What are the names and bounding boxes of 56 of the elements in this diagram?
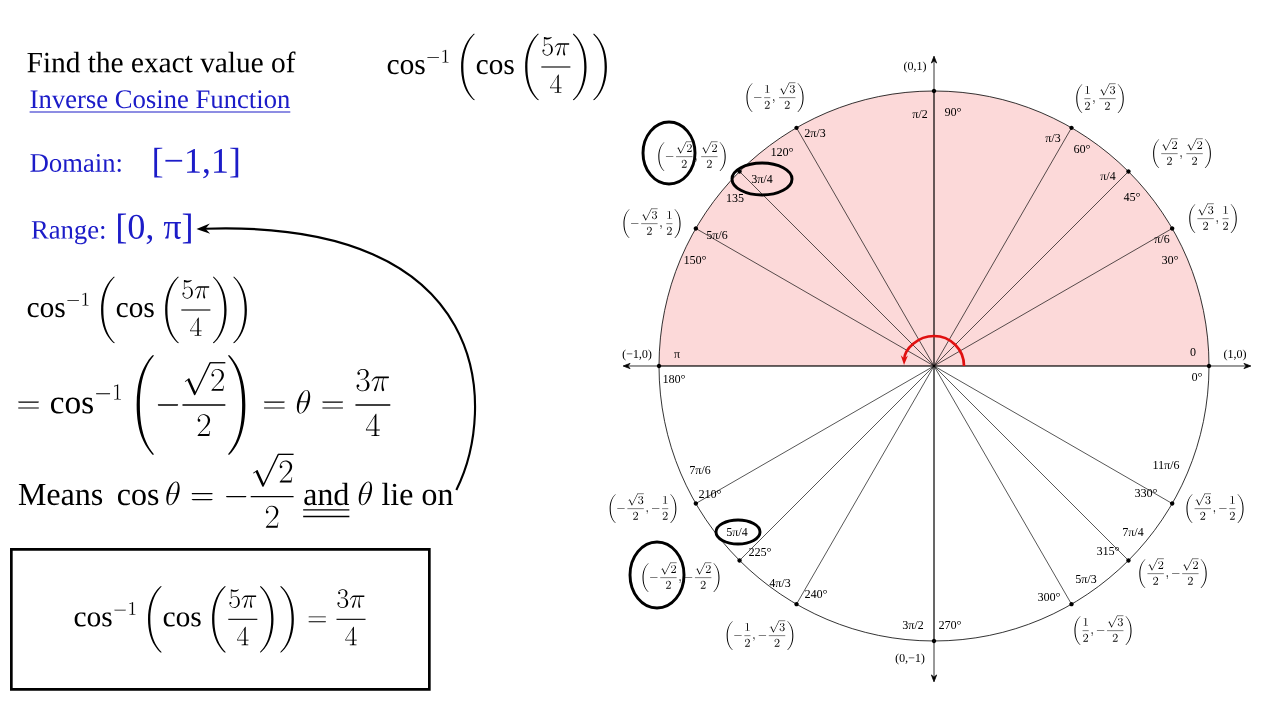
coordinate-label: $\left(\frac{\sqrt{2}}{2},-\frac{\sqrt{2}}{2}\right)$	[1139, 558, 1207, 589]
coordinate-label: $\left(-\frac{1}{2},\frac{\sqrt{3}}{2}\right)$	[746, 82, 804, 113]
axis-point-label: (−1,0)	[622, 349, 652, 361]
coordinate-label: $\left(\frac{1}{2},\frac{\sqrt{3}}{2}\right)$	[1076, 83, 1124, 114]
radian-label: 5π/6	[707, 230, 728, 240]
coordinate-label: $\left(\frac{\sqrt{3}}{2},-\frac{1}{2}\right)$	[1186, 493, 1244, 524]
degree-label: 120°	[771, 147, 793, 157]
degree-label: 300°	[1038, 592, 1060, 602]
radian-label: 2π/3	[804, 128, 826, 138]
radian-label: π/6	[1154, 234, 1170, 244]
radian-label: 5π/4	[727, 528, 748, 536]
coordinate-label: $\left(\frac{1}{2},-\frac{\sqrt{3}}{2}\right)$	[1074, 615, 1132, 646]
radian-label: π/2	[912, 109, 928, 119]
radian-label: 4π/3	[769, 578, 791, 588]
degree-label: 150°	[684, 255, 706, 265]
coordinate-label: $\left(-\frac{\sqrt{3}}{2},\frac{1}{2}\right)$	[623, 208, 681, 239]
axis-point-label: (1,0)	[1224, 349, 1246, 361]
degree-label: 210°	[699, 489, 721, 499]
degree-label: 270°	[939, 620, 961, 630]
link-text: Inverse Cosine Function	[29, 90, 291, 113]
range-text: Range: [0, π]	[31, 213, 191, 245]
degree-label: 330°	[1135, 488, 1157, 498]
formula: $\cos^{-1}\left(\cos\left(\frac{5\pi}{4}\right)\right)$	[387, 33, 607, 101]
radian-label: 5π/3	[1076, 574, 1097, 584]
degree-label: 60°	[1074, 144, 1090, 154]
radian-label: π	[674, 352, 680, 358]
formula: $\cos^{-1}\left(\cos\left(\frac{5\pi}{4}\right)\right)$	[27, 276, 247, 344]
degree-label: 225°	[749, 547, 771, 557]
axis-point-label: (0,1)	[904, 61, 926, 73]
axis-point-label: (0,−1)	[895, 653, 925, 665]
degree-label: 135	[727, 193, 744, 203]
domain-label: Domain:	[30, 154, 121, 172]
coordinate-label: $\left(-\frac{1}{2},-\frac{\sqrt{3}}{2}\right)$	[726, 620, 794, 651]
radian-label: 11π/6	[1153, 460, 1180, 470]
radian-label: π/4	[1100, 172, 1116, 180]
handwritten-note: $\text{Means }\cos\theta=-\frac{\sqrt{2}}{2}\ \underline{\underline{\text{and}}}\ \theta\text{ lie on}$	[18, 453, 453, 528]
coordinate-label: $\left(\frac{\sqrt{3}}{2},\frac{1}{2}\right)$	[1189, 203, 1237, 234]
degree-label: 240°	[805, 589, 827, 599]
radian-label: 3π/2	[902, 620, 924, 630]
radian-label: 7π/6	[690, 465, 711, 475]
radian-label: 0	[1190, 347, 1196, 357]
degree-label: 30°	[1162, 255, 1178, 265]
radian-label: π/3	[1045, 133, 1061, 143]
degree-label: 45°	[1123, 192, 1140, 202]
domain-interval: [−1,1]	[154, 147, 239, 179]
degree-label: 315°	[1097, 546, 1119, 556]
coordinate-label: $\left(-\frac{\sqrt{3}}{2},-\frac{1}{2}\right)$	[609, 493, 677, 524]
degree-label: 180°	[663, 374, 685, 384]
coordinate-label: $\left(\frac{\sqrt{2}}{2},\frac{\sqrt{2}}{2}\right)$	[1153, 138, 1211, 169]
answer-box: $\cos^{-1}\left(\cos\left(\frac{5\pi}{4}\right)\right)=\frac{3\pi}{4}$	[10, 548, 431, 691]
degree-label: 0°	[1192, 372, 1202, 382]
radian-label: 3π/4	[751, 174, 773, 184]
handwritten-formula: $=\cos^{-1}\left(-\frac{\sqrt{2}}{2}\right)=\theta=\frac{3\pi}{4}$	[18, 355, 391, 455]
radian-label: 7π/4	[1123, 528, 1144, 536]
degree-label: 90°	[945, 107, 961, 117]
instruction-text: Find the exact value of	[27, 51, 296, 73]
